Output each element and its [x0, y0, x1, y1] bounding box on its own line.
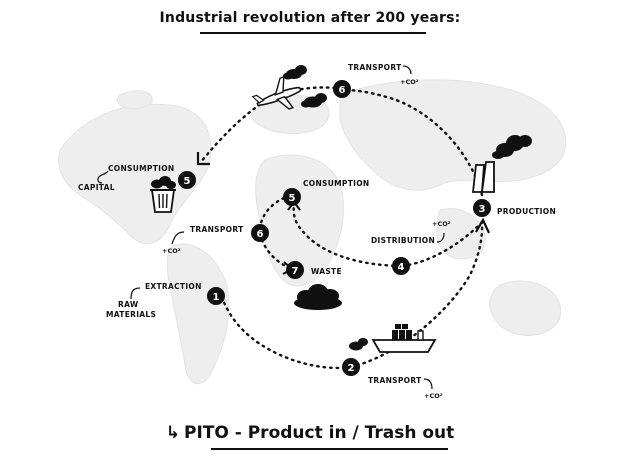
bracket-transport-inner [171, 231, 185, 245]
label-transport-air: TRANSPORT [348, 63, 402, 72]
label-consumption-inner: CONSUMPTION [303, 179, 369, 188]
co2-transport-sea: +CO² [424, 392, 443, 400]
world-map [58, 79, 567, 385]
bracket-transport-air [402, 65, 412, 75]
label-raw: RAW [118, 300, 139, 309]
node-6-outer: 6 [333, 80, 351, 98]
label-extraction: EXTRACTION [145, 282, 202, 291]
node-5-inner-number: 5 [289, 193, 296, 204]
label-consumption-capital: CONSUMPTION [108, 164, 174, 173]
node-2: 2 [342, 358, 360, 376]
cloud-icon [492, 135, 532, 159]
waste-pile-icon [294, 284, 342, 310]
path-2-to-3 [349, 220, 484, 369]
path-6-to-7 [260, 238, 292, 270]
cloud-icon [283, 65, 307, 80]
bracket-extraction [130, 287, 141, 300]
path-6-to-5 [198, 86, 337, 165]
footer-caption: ↳PITO - Product in / Trash out [0, 423, 620, 443]
label-production: PRODUCTION [497, 207, 556, 216]
label-transport-inner: TRANSPORT [190, 225, 244, 234]
node-6-outer-number: 6 [339, 85, 346, 96]
node-2-number: 2 [348, 363, 355, 374]
bracket-distribution [436, 232, 445, 243]
node-4-number: 4 [398, 262, 405, 273]
arrowhead-to-production [475, 217, 490, 234]
label-materials: MATERIALS [106, 310, 156, 319]
node-3: 3 [473, 199, 491, 217]
node-7: 7 [286, 261, 304, 279]
node-4: 4 [392, 257, 410, 275]
node-3-number: 3 [479, 204, 486, 215]
title-underline [200, 32, 426, 34]
path-4-to-5 [292, 203, 402, 268]
node-1: 1 [207, 287, 225, 305]
node-5-outer: 5 [178, 171, 196, 189]
label-distribution: DISTRIBUTION [371, 236, 435, 245]
co2-transport-air: +CO² [400, 78, 419, 86]
footer-underline [211, 448, 448, 450]
node-7-number: 7 [292, 266, 299, 277]
bracket-capital [97, 170, 109, 184]
node-6-inner-number: 6 [257, 229, 264, 240]
path-3-to-6 [343, 88, 484, 197]
cloud-icon [349, 338, 368, 351]
outer-cycle-path [221, 298, 353, 370]
trash-bin-icon [150, 176, 176, 213]
node-1-number: 1 [213, 292, 220, 303]
footer-text: PITO - Product in / Trash out [184, 423, 455, 443]
arrowhead-to-consumption-capital [196, 152, 210, 166]
label-waste: WASTE [311, 267, 342, 276]
diagram-title: Industrial revolution after 200 years: [159, 10, 461, 26]
label-transport-sea: TRANSPORT [368, 376, 422, 385]
co2-distribution: +CO² [432, 220, 451, 228]
node-6-inner: 6 [251, 224, 269, 242]
bracket-transport-sea [423, 378, 433, 390]
path-3-to-4 [401, 220, 484, 268]
cloud-icon [301, 93, 327, 108]
node-5-outer-number: 5 [184, 176, 191, 187]
co2-transport-inner: +CO² [162, 247, 181, 255]
label-capital: CAPITAL [78, 183, 115, 192]
factory-icon [471, 161, 495, 193]
return-arrow-icon: ↳ [165, 423, 180, 443]
cargo-ship-icon [371, 324, 437, 353]
node-5-inner: 5 [283, 188, 301, 206]
